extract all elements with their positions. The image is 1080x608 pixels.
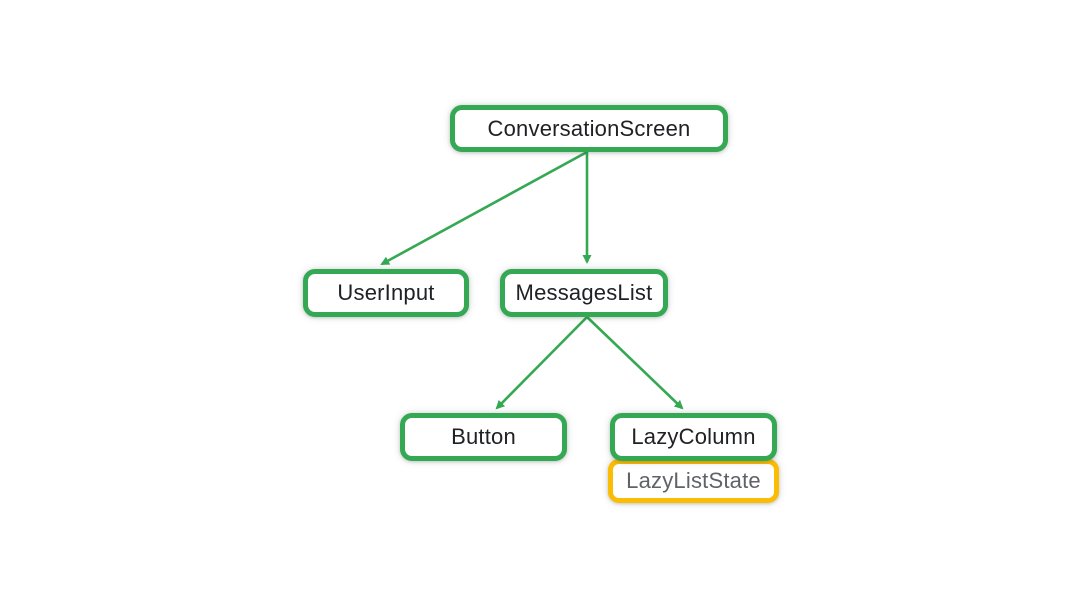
- edge-messageslist-button: [495, 316, 588, 410]
- node-lazy-column-label: LazyColumn: [631, 424, 756, 449]
- node-lazy-column: LazyColumn: [610, 413, 777, 461]
- node-button: Button: [400, 413, 567, 461]
- node-lazy-list-state: LazyListState: [608, 459, 779, 503]
- node-conversation-screen-label: ConversationScreen: [487, 115, 691, 141]
- edge-messageslist-lazycolumn: [586, 316, 684, 410]
- edge-conversationscreen-userinput: [380, 150, 588, 266]
- node-messages-list: MessagesList: [500, 269, 668, 317]
- node-button-label: Button: [451, 424, 516, 449]
- node-user-input: UserInput: [303, 269, 469, 317]
- node-conversation-screen: ConversationScreen: [450, 105, 728, 152]
- node-lazy-list-state-label: LazyListState: [626, 468, 761, 493]
- node-user-input-label: UserInput: [337, 280, 435, 305]
- node-messages-list-label: MessagesList: [515, 280, 653, 305]
